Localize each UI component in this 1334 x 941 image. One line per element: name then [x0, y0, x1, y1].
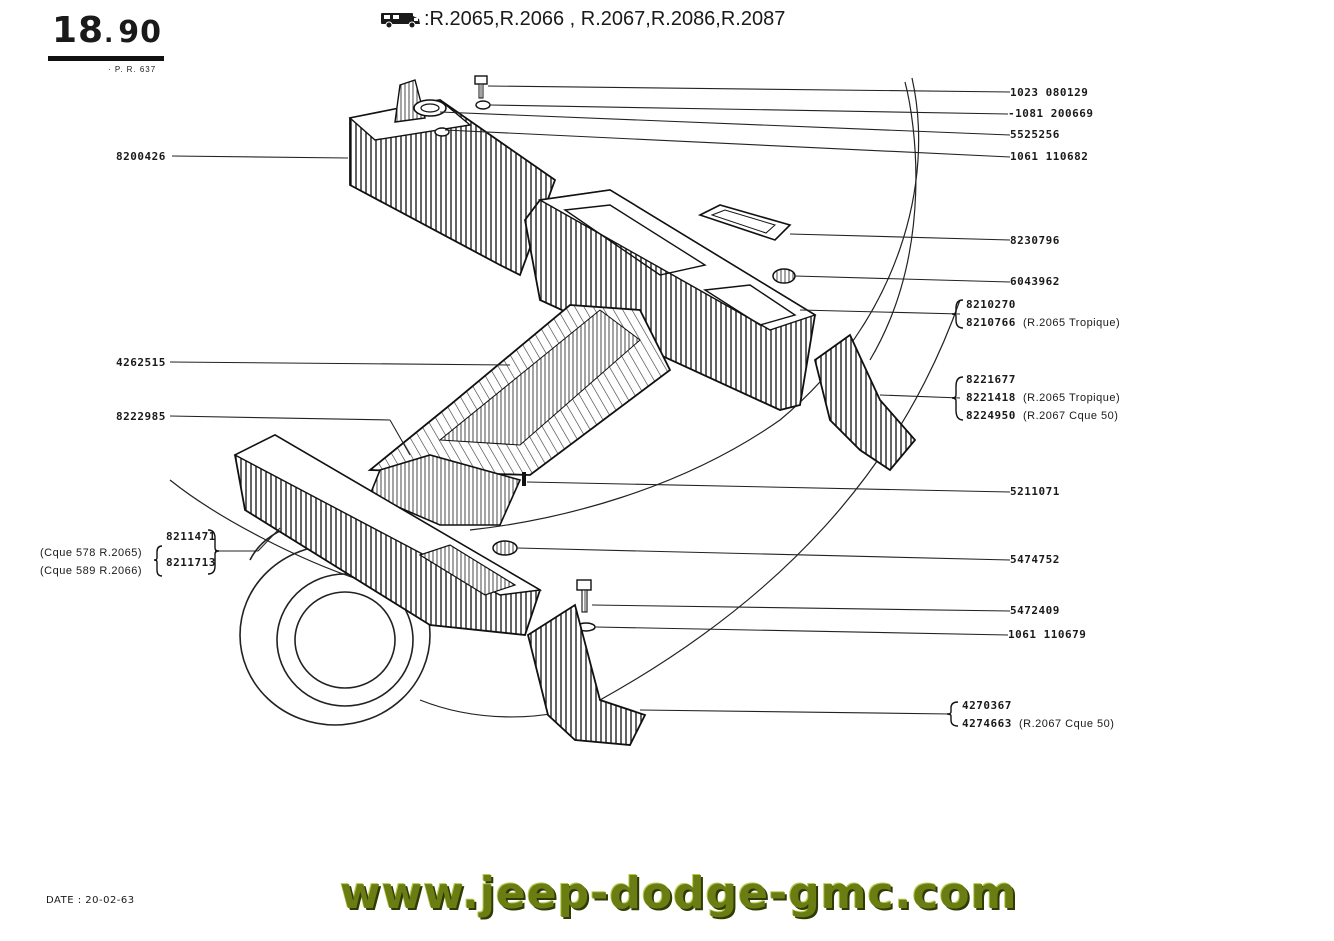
page-number-main: 18 [52, 10, 105, 51]
round-cap [492, 540, 518, 556]
page-reference: · P. R. 637 [108, 65, 157, 74]
lower-mud-flap [526, 603, 647, 746]
rear-tunnel-box [524, 189, 817, 411]
rubber-plug [772, 268, 796, 284]
callout-1061-110682: 1061 110682 [1010, 150, 1089, 163]
callout-1061-110679: 1061 110679 [1008, 628, 1087, 641]
callout-6043962: 6043962 [1010, 275, 1060, 288]
top-bolt [434, 75, 491, 137]
callout-5211071: 5211071 [1010, 485, 1060, 498]
callout-8200426: 8200426 [116, 150, 166, 163]
callout-4274663: 4274663 (R.2067 Cque 50) [962, 717, 1115, 730]
callout-1023-080129: 1023 080129 [1010, 86, 1089, 99]
braces [153, 299, 964, 727]
callout-note-cque-589: (Cque 589 R.2066) [40, 565, 143, 577]
callout-8210270: 8210270 [966, 298, 1016, 311]
leader-lines [169, 85, 1011, 715]
access-plate [697, 204, 792, 241]
callout-4270367: 4270367 [962, 699, 1012, 712]
page-number: 18.90 [52, 10, 162, 51]
callout-8222985: 8222985 [116, 410, 166, 423]
callout-8210766: 8210766 (R.2065 Tropique) [966, 316, 1121, 329]
callout-8224950: 8224950 (R.2067 Cque 50) [966, 409, 1119, 422]
model-list: :R.2065,R.2066 , R.2067,R.2086,R.2087 [380, 8, 785, 31]
callout-note-cque-578: (Cque 578 R.2065) [40, 547, 143, 559]
van-icon [381, 12, 420, 28]
callout-8230796: 8230796 [1010, 234, 1060, 247]
model-codes: :R.2065,R.2066 , R.2067,R.2086,R.2087 [424, 8, 786, 30]
engine-cover-box [348, 79, 557, 277]
website-watermark: www.jeep-dodge-gmc.com [340, 868, 1018, 919]
document-date: DATE : 20-02-63 [46, 895, 135, 906]
page-number-sub: 90 [118, 15, 162, 50]
callout-1081-200669: -1081 200669 [1008, 107, 1094, 120]
callout-8221677: 8221677 [966, 373, 1016, 386]
callout-5472409: 5472409 [1010, 604, 1060, 617]
body-outline [169, 77, 961, 718]
right-mud-flap [813, 333, 917, 472]
header-rule [48, 56, 164, 61]
callout-5525256: 5525256 [1010, 128, 1060, 141]
callout-8211471: 8211471 [166, 530, 216, 543]
callout-8211713: 8211713 [166, 556, 216, 569]
floor-tunnel-panel [367, 304, 672, 476]
callout-5474752: 5474752 [1010, 553, 1060, 566]
callout-4262515: 4262515 [116, 356, 166, 369]
screw-small [522, 472, 526, 486]
callout-8221418: 8221418 (R.2065 Tropique) [966, 391, 1121, 404]
front-step-box [233, 433, 543, 636]
